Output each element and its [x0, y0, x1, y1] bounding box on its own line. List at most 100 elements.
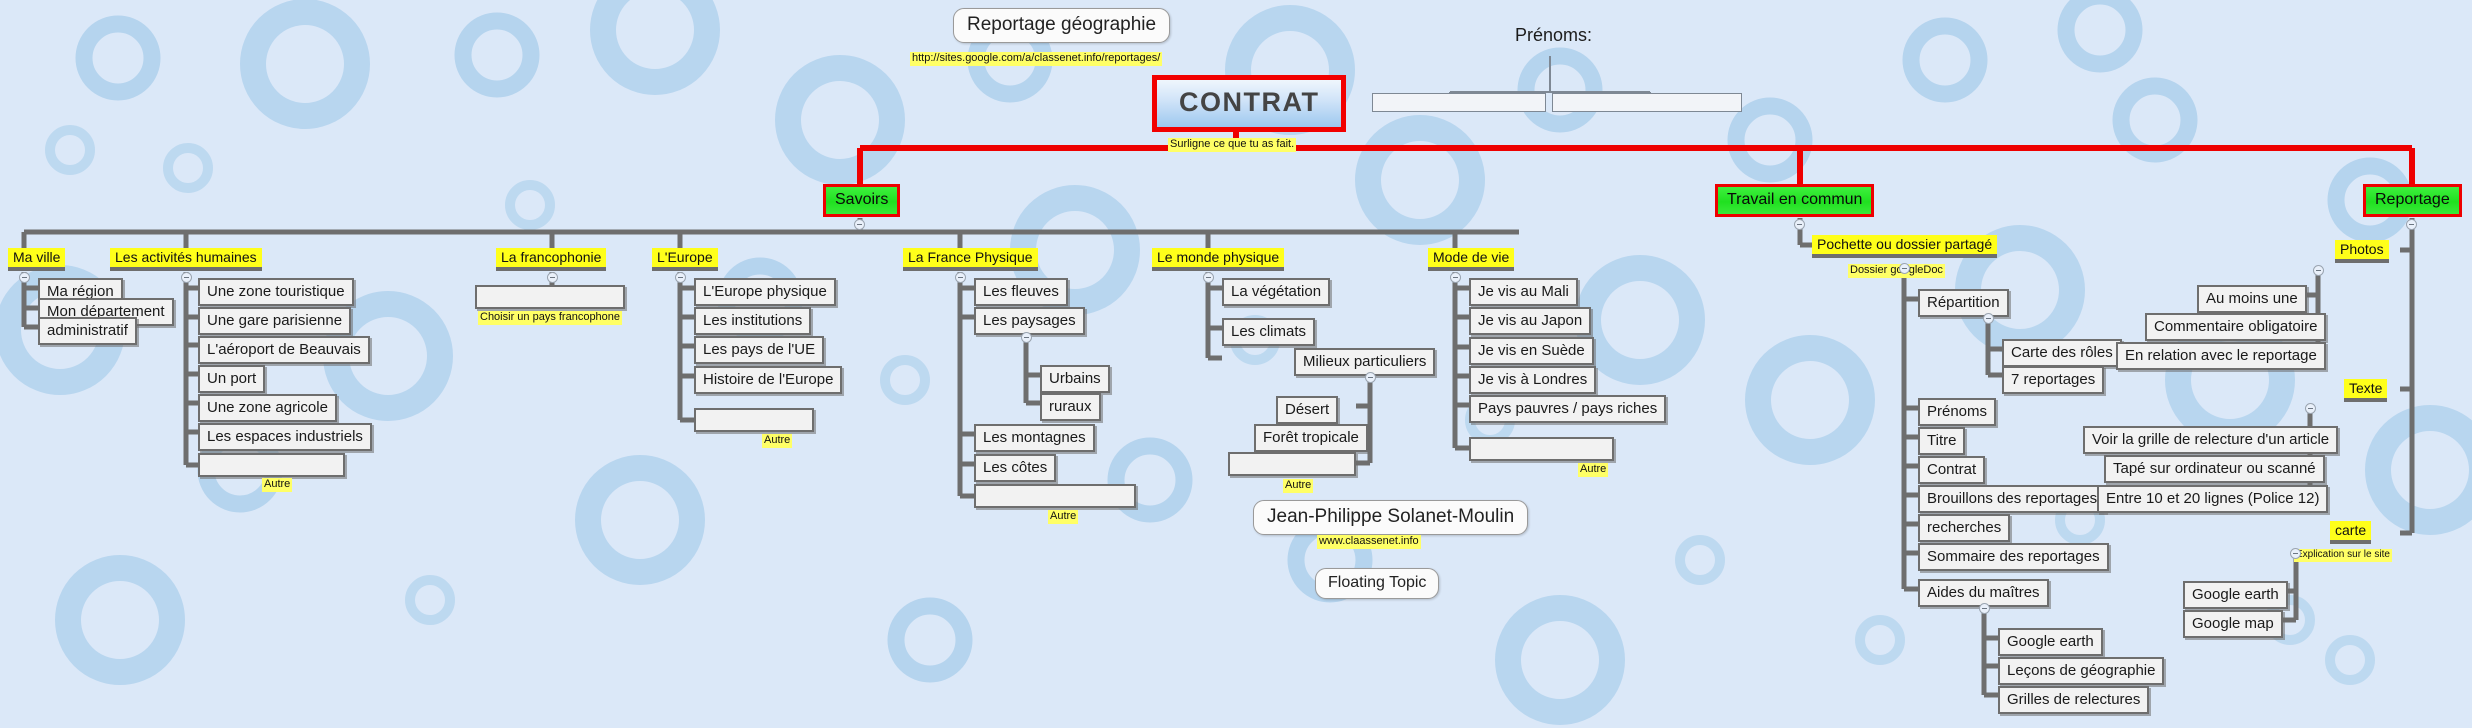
topic-desert[interactable]: Désert [1276, 396, 1339, 424]
topic-pays-de-l-ue[interactable]: Les pays de l'UE [694, 336, 825, 364]
topic-les-climats[interactable]: Les climats [1222, 318, 1316, 346]
topic-la-vegetation[interactable]: La végétation [1222, 278, 1331, 306]
collapse-toggle-repartition[interactable] [1983, 313, 1994, 324]
branch-savoirs[interactable]: Savoirs [823, 184, 901, 217]
topic-grilles-de-relectures[interactable]: Grilles de relectures [1998, 686, 2150, 714]
topic-carte-des-roles[interactable]: Carte des rôles [2002, 339, 2122, 367]
topic-milieux-autre[interactable] [1228, 452, 1356, 476]
collapse-toggle-savoirs[interactable] [854, 219, 865, 230]
note-activites-autre[interactable]: Autre [262, 478, 293, 492]
collapse-toggle-milieux[interactable] [1365, 372, 1376, 383]
collapse-toggle-france-physique[interactable] [955, 272, 966, 283]
topic-titre[interactable]: Titre [1918, 427, 1966, 455]
topic-europe-physique[interactable]: L'Europe physique [694, 278, 836, 306]
topic-je-vis-en-suede[interactable]: Je vis en Suède [1469, 337, 1594, 365]
topic-les-paysages[interactable]: Les paysages [974, 307, 1085, 335]
subtopic-pochette-dossier[interactable]: Pochette ou dossier partagé [1812, 235, 1998, 258]
collapse-toggle-reportage[interactable] [2406, 219, 2417, 230]
subtopic-ma-ville[interactable]: Ma ville [8, 248, 66, 271]
title-url-note[interactable]: http://sites.google.com/a/classenet.info… [910, 52, 1163, 66]
collapse-toggle-mode-de-vie[interactable] [1450, 272, 1461, 283]
collapse-toggle-ma-ville[interactable] [19, 272, 30, 283]
topic-un-port[interactable]: Un port [198, 365, 266, 393]
topic-francophonie-choice[interactable] [475, 285, 625, 309]
collapse-toggle-activites[interactable] [181, 272, 192, 283]
topic-tape-ou-scanne[interactable]: Tapé sur ordinateur ou scanné [2104, 455, 2325, 483]
collapse-toggle-aides[interactable] [1979, 603, 1990, 614]
topic-repartition[interactable]: Répartition [1918, 289, 2009, 317]
topic-prenoms[interactable]: Prénoms [1918, 398, 1997, 426]
topic-au-moins-une[interactable]: Au moins une [2197, 285, 2307, 313]
note-europe-autre[interactable]: Autre [762, 434, 793, 448]
prenom-field-1[interactable] [1372, 93, 1546, 112]
note-dossier-googledoc[interactable]: Dossier googleDoc [1848, 264, 1945, 278]
author-topic[interactable]: Jean-Philippe Solanet-Moulin [1253, 500, 1529, 535]
subtopic-l-europe[interactable]: L'Europe [652, 248, 718, 271]
note-francophonie[interactable]: Choisir un pays francophone [478, 311, 623, 325]
note-milieux-autre[interactable]: Autre [1283, 479, 1314, 493]
topic-voir-grille-relecture[interactable]: Voir la grille de relecture d'un article [2083, 426, 2339, 454]
topic-zone-touristique[interactable]: Une zone touristique [198, 278, 354, 306]
topic-les-fleuves[interactable]: Les fleuves [974, 278, 1068, 306]
contrat-note[interactable]: Surligne ce que tu as fait. [1168, 138, 1297, 152]
subtopic-mode-de-vie[interactable]: Mode de vie [1428, 248, 1515, 271]
topic-pays-pauvres-riches[interactable]: Pays pauvres / pays riches [1469, 395, 1667, 423]
topic-les-institutions[interactable]: Les institutions [694, 307, 812, 335]
topic-en-relation-reportage[interactable]: En relation avec le reportage [2116, 342, 2326, 370]
collapse-toggle-pochette[interactable] [1899, 263, 1910, 274]
topic-commentaire-obligatoire[interactable]: Commentaire obligatoire [2145, 313, 2327, 341]
topic-je-vis-a-londres[interactable]: Je vis à Londres [1469, 366, 1597, 394]
collapse-toggle-photos[interactable] [2313, 265, 2324, 276]
subtopic-texte[interactable]: Texte [2344, 379, 2388, 402]
topic-je-vis-au-mali[interactable]: Je vis au Mali [1469, 278, 1578, 306]
branch-reportage[interactable]: Reportage [2363, 184, 2462, 217]
topic-administratif[interactable]: administratif [38, 317, 137, 345]
subtopic-photos[interactable]: Photos [2335, 240, 2389, 263]
topic-carte-google-map[interactable]: Google map [2183, 610, 2283, 638]
topic-7-reportages[interactable]: 7 reportages [2002, 366, 2105, 394]
collapse-toggle-texte[interactable] [2305, 403, 2316, 414]
topic-carte-google-earth[interactable]: Google earth [2183, 581, 2288, 609]
topic-mode-de-vie-autre[interactable] [1469, 437, 1614, 461]
collapse-toggle-carte[interactable] [2290, 548, 2301, 559]
topic-lecons-de-geographie[interactable]: Leçons de géographie [1998, 657, 2165, 685]
contrat-node[interactable]: CONTRAT [1152, 75, 1347, 132]
collapse-toggle-europe[interactable] [675, 272, 686, 283]
author-url-note[interactable]: www.claassenet.info [1317, 535, 1421, 549]
title-note[interactable]: Reportage géographie [953, 8, 1171, 43]
collapse-toggle-travail[interactable] [1794, 219, 1805, 230]
note-france-autre[interactable]: Autre [1048, 510, 1079, 524]
branch-travail-en-commun[interactable]: Travail en commun [1715, 184, 1875, 217]
subtopic-la-francophonie[interactable]: La francophonie [496, 248, 607, 271]
topic-les-montagnes[interactable]: Les montagnes [974, 424, 1095, 452]
subtopic-activites-humaines[interactable]: Les activités humaines [110, 248, 262, 271]
topic-espaces-industriels[interactable]: Les espaces industriels [198, 423, 372, 451]
topic-france-autre[interactable] [974, 484, 1136, 508]
topic-brouillons-reportages[interactable]: Brouillons des reportages [1918, 485, 2107, 513]
topic-milieux-particuliers[interactable]: Milieux particuliers [1294, 348, 1436, 376]
topic-aides-du-maitres[interactable]: Aides du maîtres [1918, 579, 2049, 607]
topic-urbains[interactable]: Urbains [1040, 365, 1110, 393]
prenom-field-2[interactable] [1552, 93, 1742, 112]
topic-aeroport-beauvais[interactable]: L'aéroport de Beauvais [198, 336, 370, 364]
subtopic-la-france-physique[interactable]: La France Physique [903, 248, 1038, 271]
collapse-toggle-monde-physique[interactable] [1203, 272, 1214, 283]
topic-europe-autre[interactable] [694, 408, 814, 432]
note-mode-de-vie-autre[interactable]: Autre [1578, 463, 1609, 477]
topic-zone-agricole[interactable]: Une zone agricole [198, 394, 337, 422]
collapse-toggle-paysages[interactable] [1021, 332, 1032, 343]
topic-je-vis-au-japon[interactable]: Je vis au Japon [1469, 307, 1592, 335]
topic-gare-parisienne[interactable]: Une gare parisienne [198, 307, 352, 335]
subtopic-le-monde-physique[interactable]: Le monde physique [1152, 248, 1285, 271]
topic-aides-google-earth[interactable]: Google earth [1998, 628, 2103, 656]
topic-histoire-de-l-europe[interactable]: Histoire de l'Europe [694, 366, 843, 394]
floating-topic[interactable]: Floating Topic [1315, 568, 1440, 599]
topic-les-cotes[interactable]: Les côtes [974, 454, 1057, 482]
collapse-toggle-francophonie[interactable] [547, 272, 558, 283]
topic-activites-autre[interactable] [198, 453, 345, 477]
topic-recherches[interactable]: recherches [1918, 514, 2011, 542]
note-carte-explication[interactable]: Explication sur le site [2294, 549, 2392, 562]
topic-foret-tropicale[interactable]: Forêt tropicale [1254, 424, 1368, 452]
topic-sommaire-reportages[interactable]: Sommaire des reportages [1918, 543, 2109, 571]
topic-contrat[interactable]: Contrat [1918, 456, 1986, 484]
